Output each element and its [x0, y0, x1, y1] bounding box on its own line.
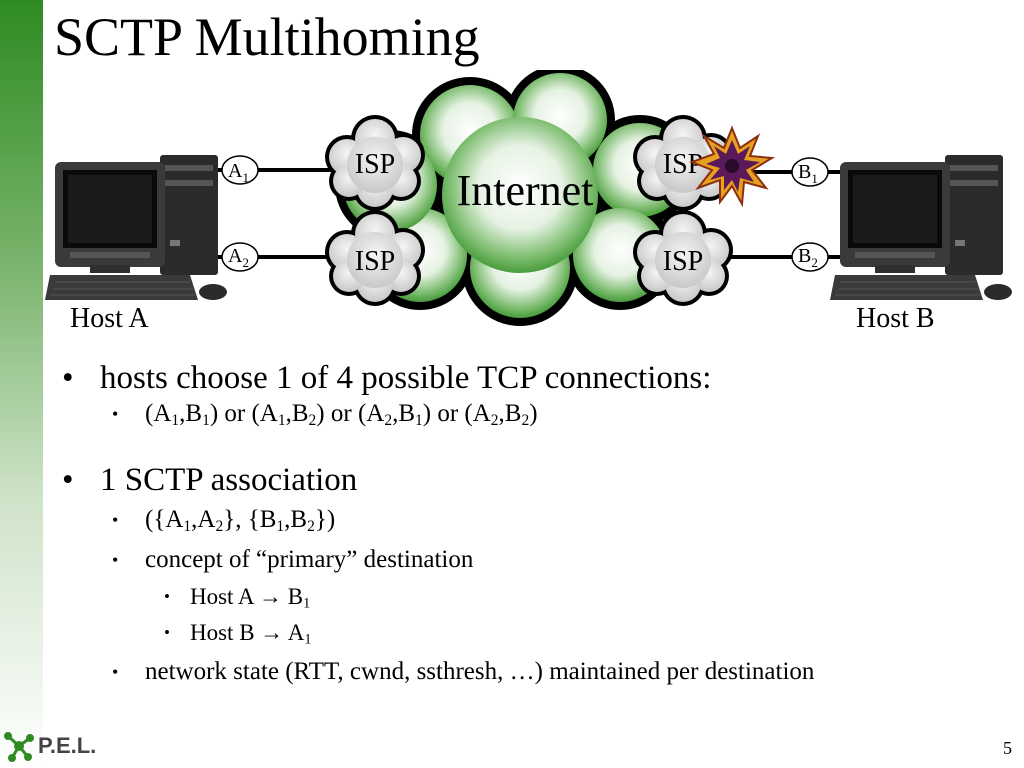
multihoming-diagram: Internet ISP ISP ISP — [45, 70, 1012, 326]
interface-a2: A2 — [221, 242, 259, 272]
link-failure-explosion-icon — [689, 125, 776, 208]
interface-b1: B1 — [791, 157, 829, 187]
host-b-label: Host B — [856, 303, 935, 334]
isp-label: ISP — [355, 246, 395, 277]
svg-text:B2: B2 — [798, 245, 818, 270]
host-a-label: Host A — [70, 303, 149, 334]
pel-molecule-icon — [4, 732, 34, 762]
host-a-computer-icon — [45, 155, 227, 300]
slide-title: SCTP Multihoming — [54, 7, 480, 67]
sub-bullet-item: •({A1,A2}, {B1,B2}) — [112, 506, 336, 535]
bullet-item: •hosts choose 1 of 4 possible TCP connec… — [62, 360, 712, 396]
page-number: 5 — [1003, 738, 1012, 758]
bullet-item: •1 SCTP association — [62, 462, 358, 498]
green-sidebar — [0, 0, 43, 768]
sub-sub-bullet-item: •Host B → A1 — [164, 620, 312, 648]
address-sets: ({A1,A2}, {B1,B2}) — [145, 506, 336, 535]
bullet-list: •hosts choose 1 of 4 possible TCP connec… — [60, 358, 1010, 688]
interface-a1: A1 — [221, 155, 259, 185]
isp-label: ISP — [663, 246, 703, 277]
sub-bullet-item: •concept of “primary” destination — [112, 546, 474, 573]
pel-logo: P.E.L. — [2, 730, 112, 762]
isp-label: ISP — [355, 149, 395, 180]
isp-cloud-top-left: ISP — [325, 115, 425, 211]
interface-b2: B2 — [791, 242, 829, 272]
svg-text:B1: B1 — [798, 161, 818, 186]
svg-text:A2: A2 — [228, 245, 249, 270]
logo-text: P.E.L. — [38, 733, 97, 758]
svg-text:A1: A1 — [228, 160, 249, 185]
host-b-computer-icon — [830, 155, 1012, 300]
sub-bullet-item: •(A1,B1) or (A1,B2) or (A2,B1) or (A2,B2… — [112, 400, 538, 429]
sub-bullet-item: •network state (RTT, cwnd, ssthresh, …) … — [112, 658, 815, 685]
internet-label: Internet — [457, 166, 594, 215]
connection-options: (A1,B1) or (A1,B2) or (A2,B1) or (A2,B2) — [145, 400, 538, 429]
isp-cloud-bottom-left: ISP — [325, 210, 425, 306]
isp-cloud-bottom-right: ISP — [633, 210, 733, 306]
sub-sub-bullet-item: •Host A → B1 — [164, 584, 311, 612]
